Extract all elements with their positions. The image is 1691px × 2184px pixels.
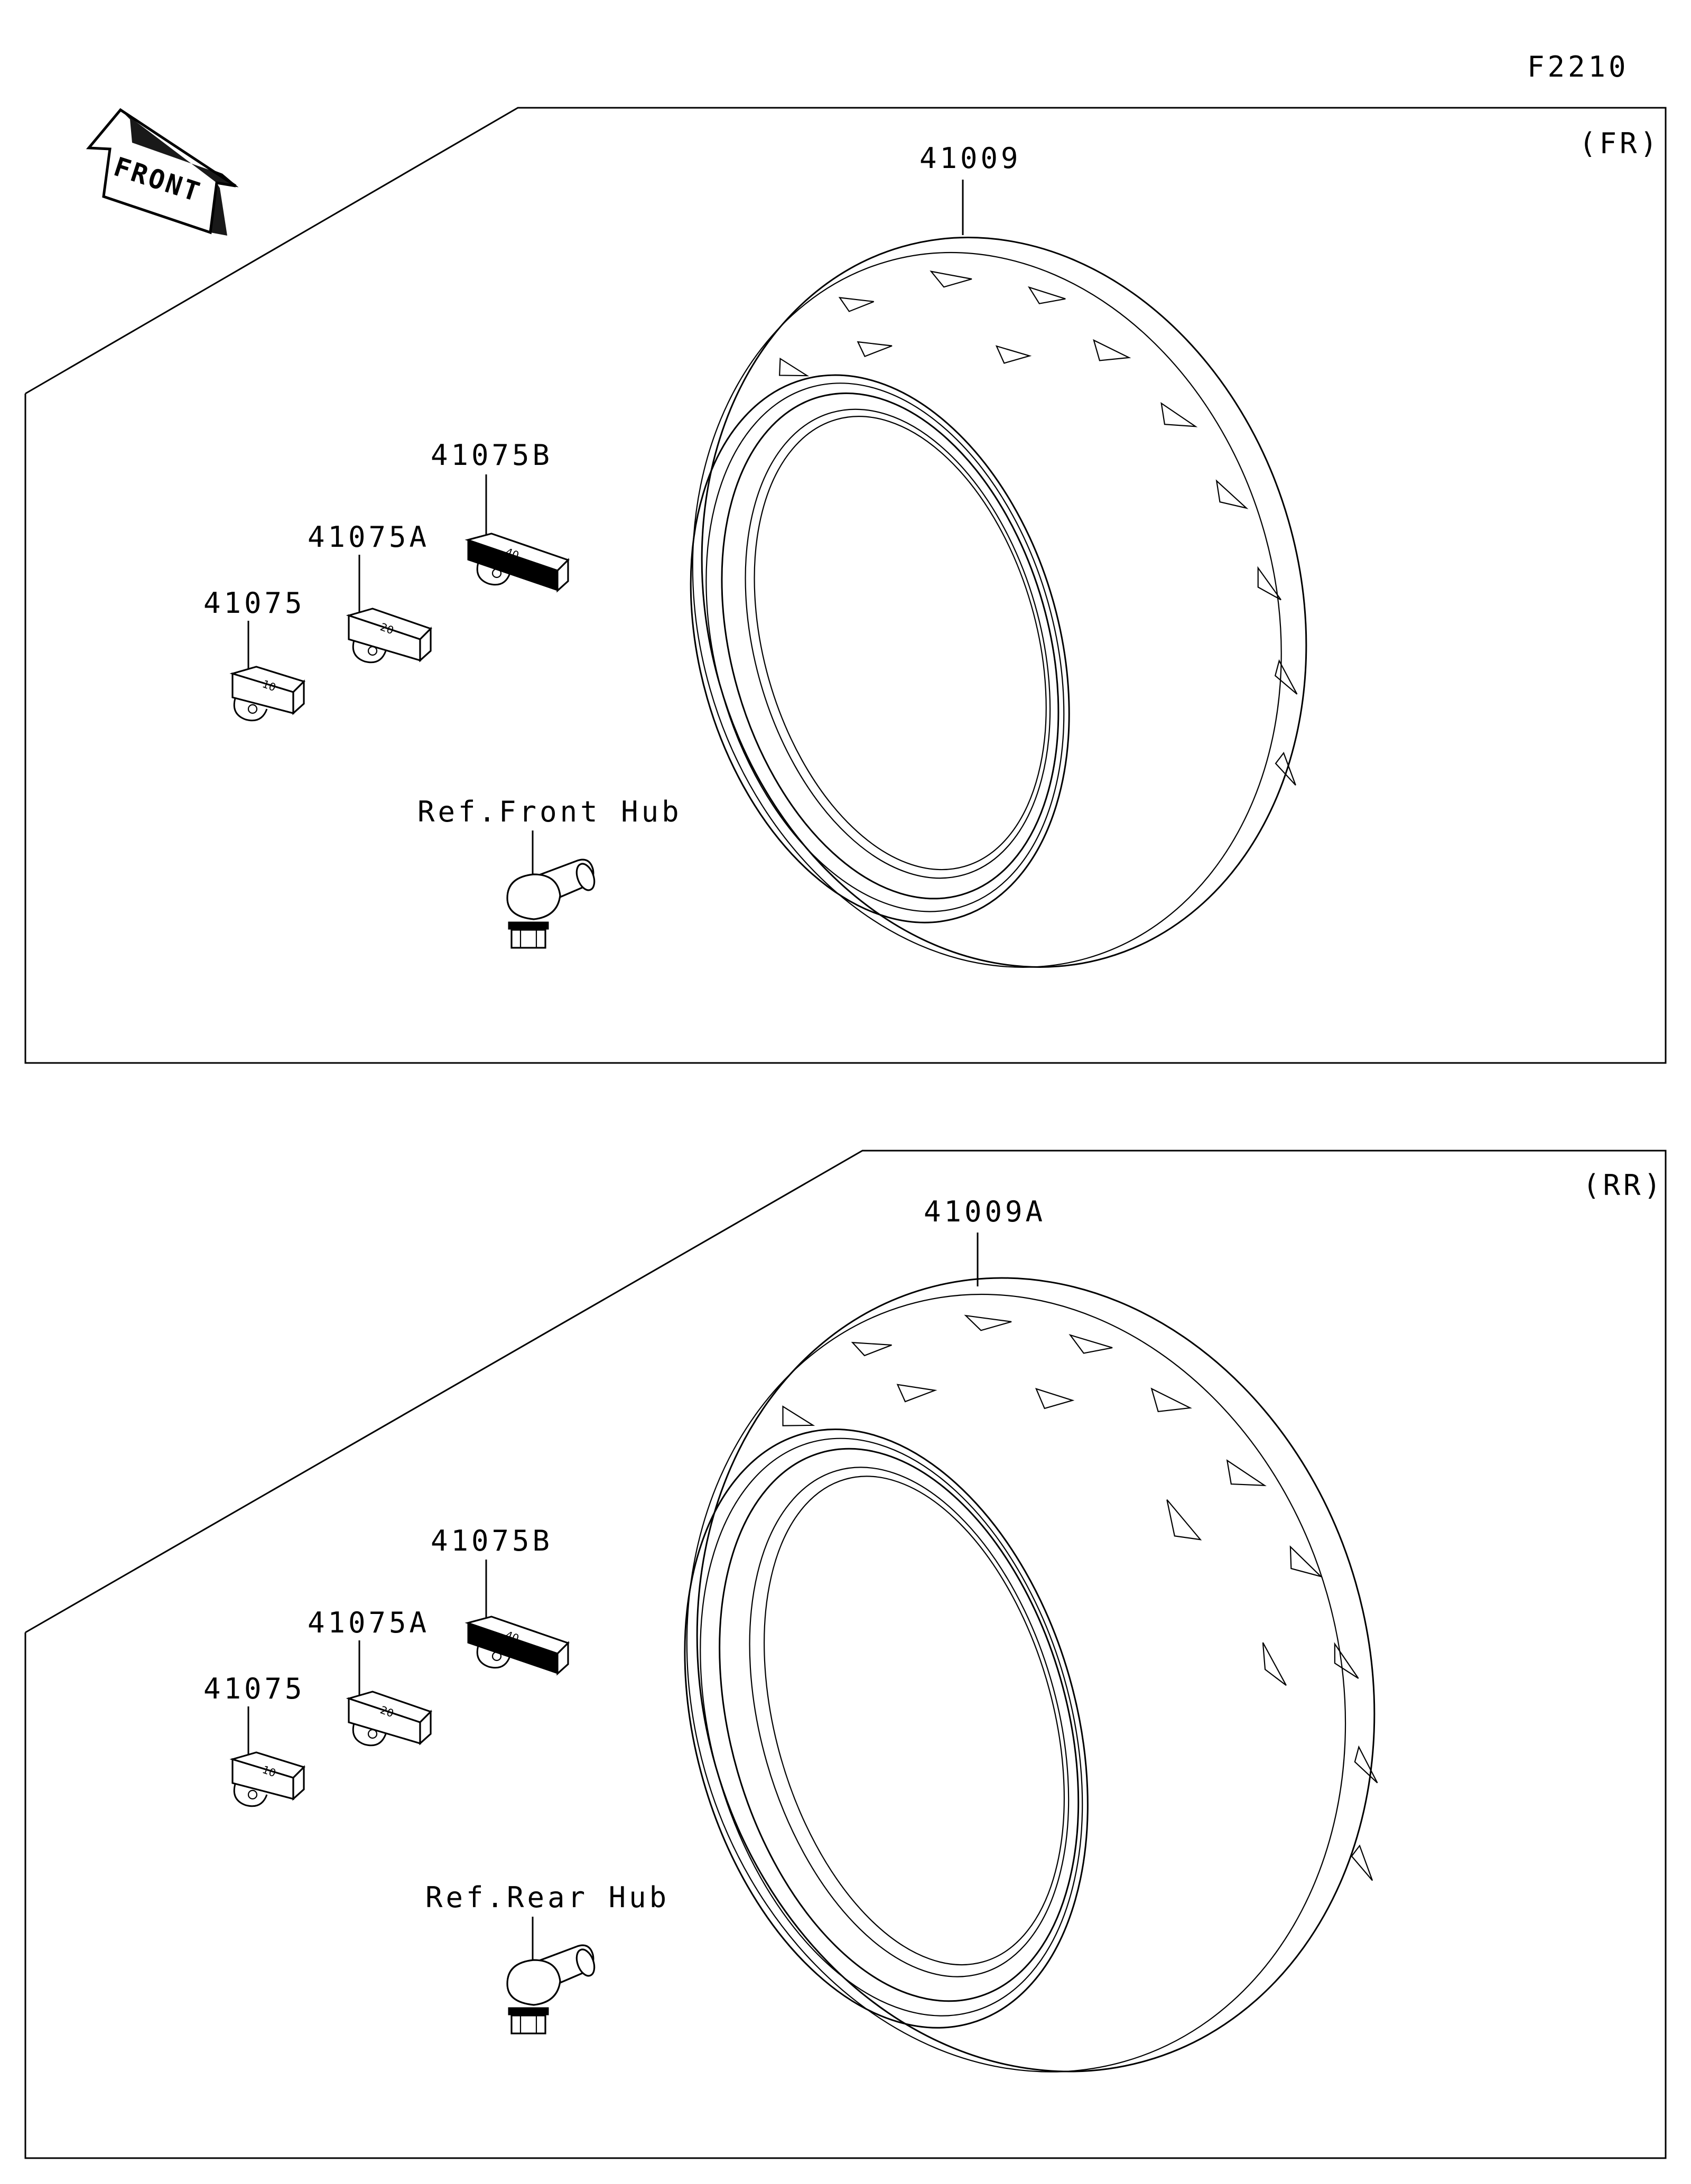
tire-part-number-front: 41009 <box>919 142 1021 175</box>
weight-part-rear-3: 41075B <box>431 1524 553 1557</box>
air-valve-rear: Ref.Rear Hub <box>425 1881 670 2034</box>
balance-weight-41075A-front: 41075A 20 <box>308 520 432 664</box>
figure-code: F2210 <box>1527 50 1629 83</box>
panel-rear: (RR) 41009A 41075 10 <box>24 1150 1667 2159</box>
front-arrow-icon: FRONT <box>86 108 239 236</box>
balance-weight-41075-rear: 41075 10 <box>203 1672 306 1807</box>
valve-ref-rear: Ref.Rear Hub <box>425 1881 670 1914</box>
panel-front: (FR) 41009 41075 10 <box>24 107 1667 1064</box>
balance-weight-41075B-front: 41075B 40 <box>431 438 570 593</box>
balance-weight-41075A-rear: 41075A 20 <box>308 1606 432 1747</box>
front-tire: 41009 <box>690 142 1307 968</box>
weight-part-front-3: 41075B <box>431 438 553 472</box>
tire-part-number-rear: 41009A <box>924 1195 1046 1228</box>
weight-part-rear-2: 41075A <box>308 1606 430 1639</box>
weight-part-front-1: 41075 <box>203 586 305 620</box>
weight-part-front-2: 41075A <box>308 520 430 554</box>
valve-ref-front: Ref.Front Hub <box>417 795 682 828</box>
section-label-front: (FR) <box>1579 127 1660 160</box>
balance-weight-41075B-rear: 41075B 40 <box>431 1524 570 1676</box>
panel-rear-frame <box>24 1150 1667 2159</box>
air-valve-front: Ref.Front Hub <box>417 795 682 949</box>
panel-front-frame <box>24 107 1667 1064</box>
weight-part-rear-1: 41075 <box>203 1672 305 1705</box>
rear-tire: 41009A <box>684 1195 1378 2073</box>
section-label-rear: (RR) <box>1583 1169 1664 1202</box>
balance-weight-41075-front: 41075 10 <box>203 586 306 722</box>
